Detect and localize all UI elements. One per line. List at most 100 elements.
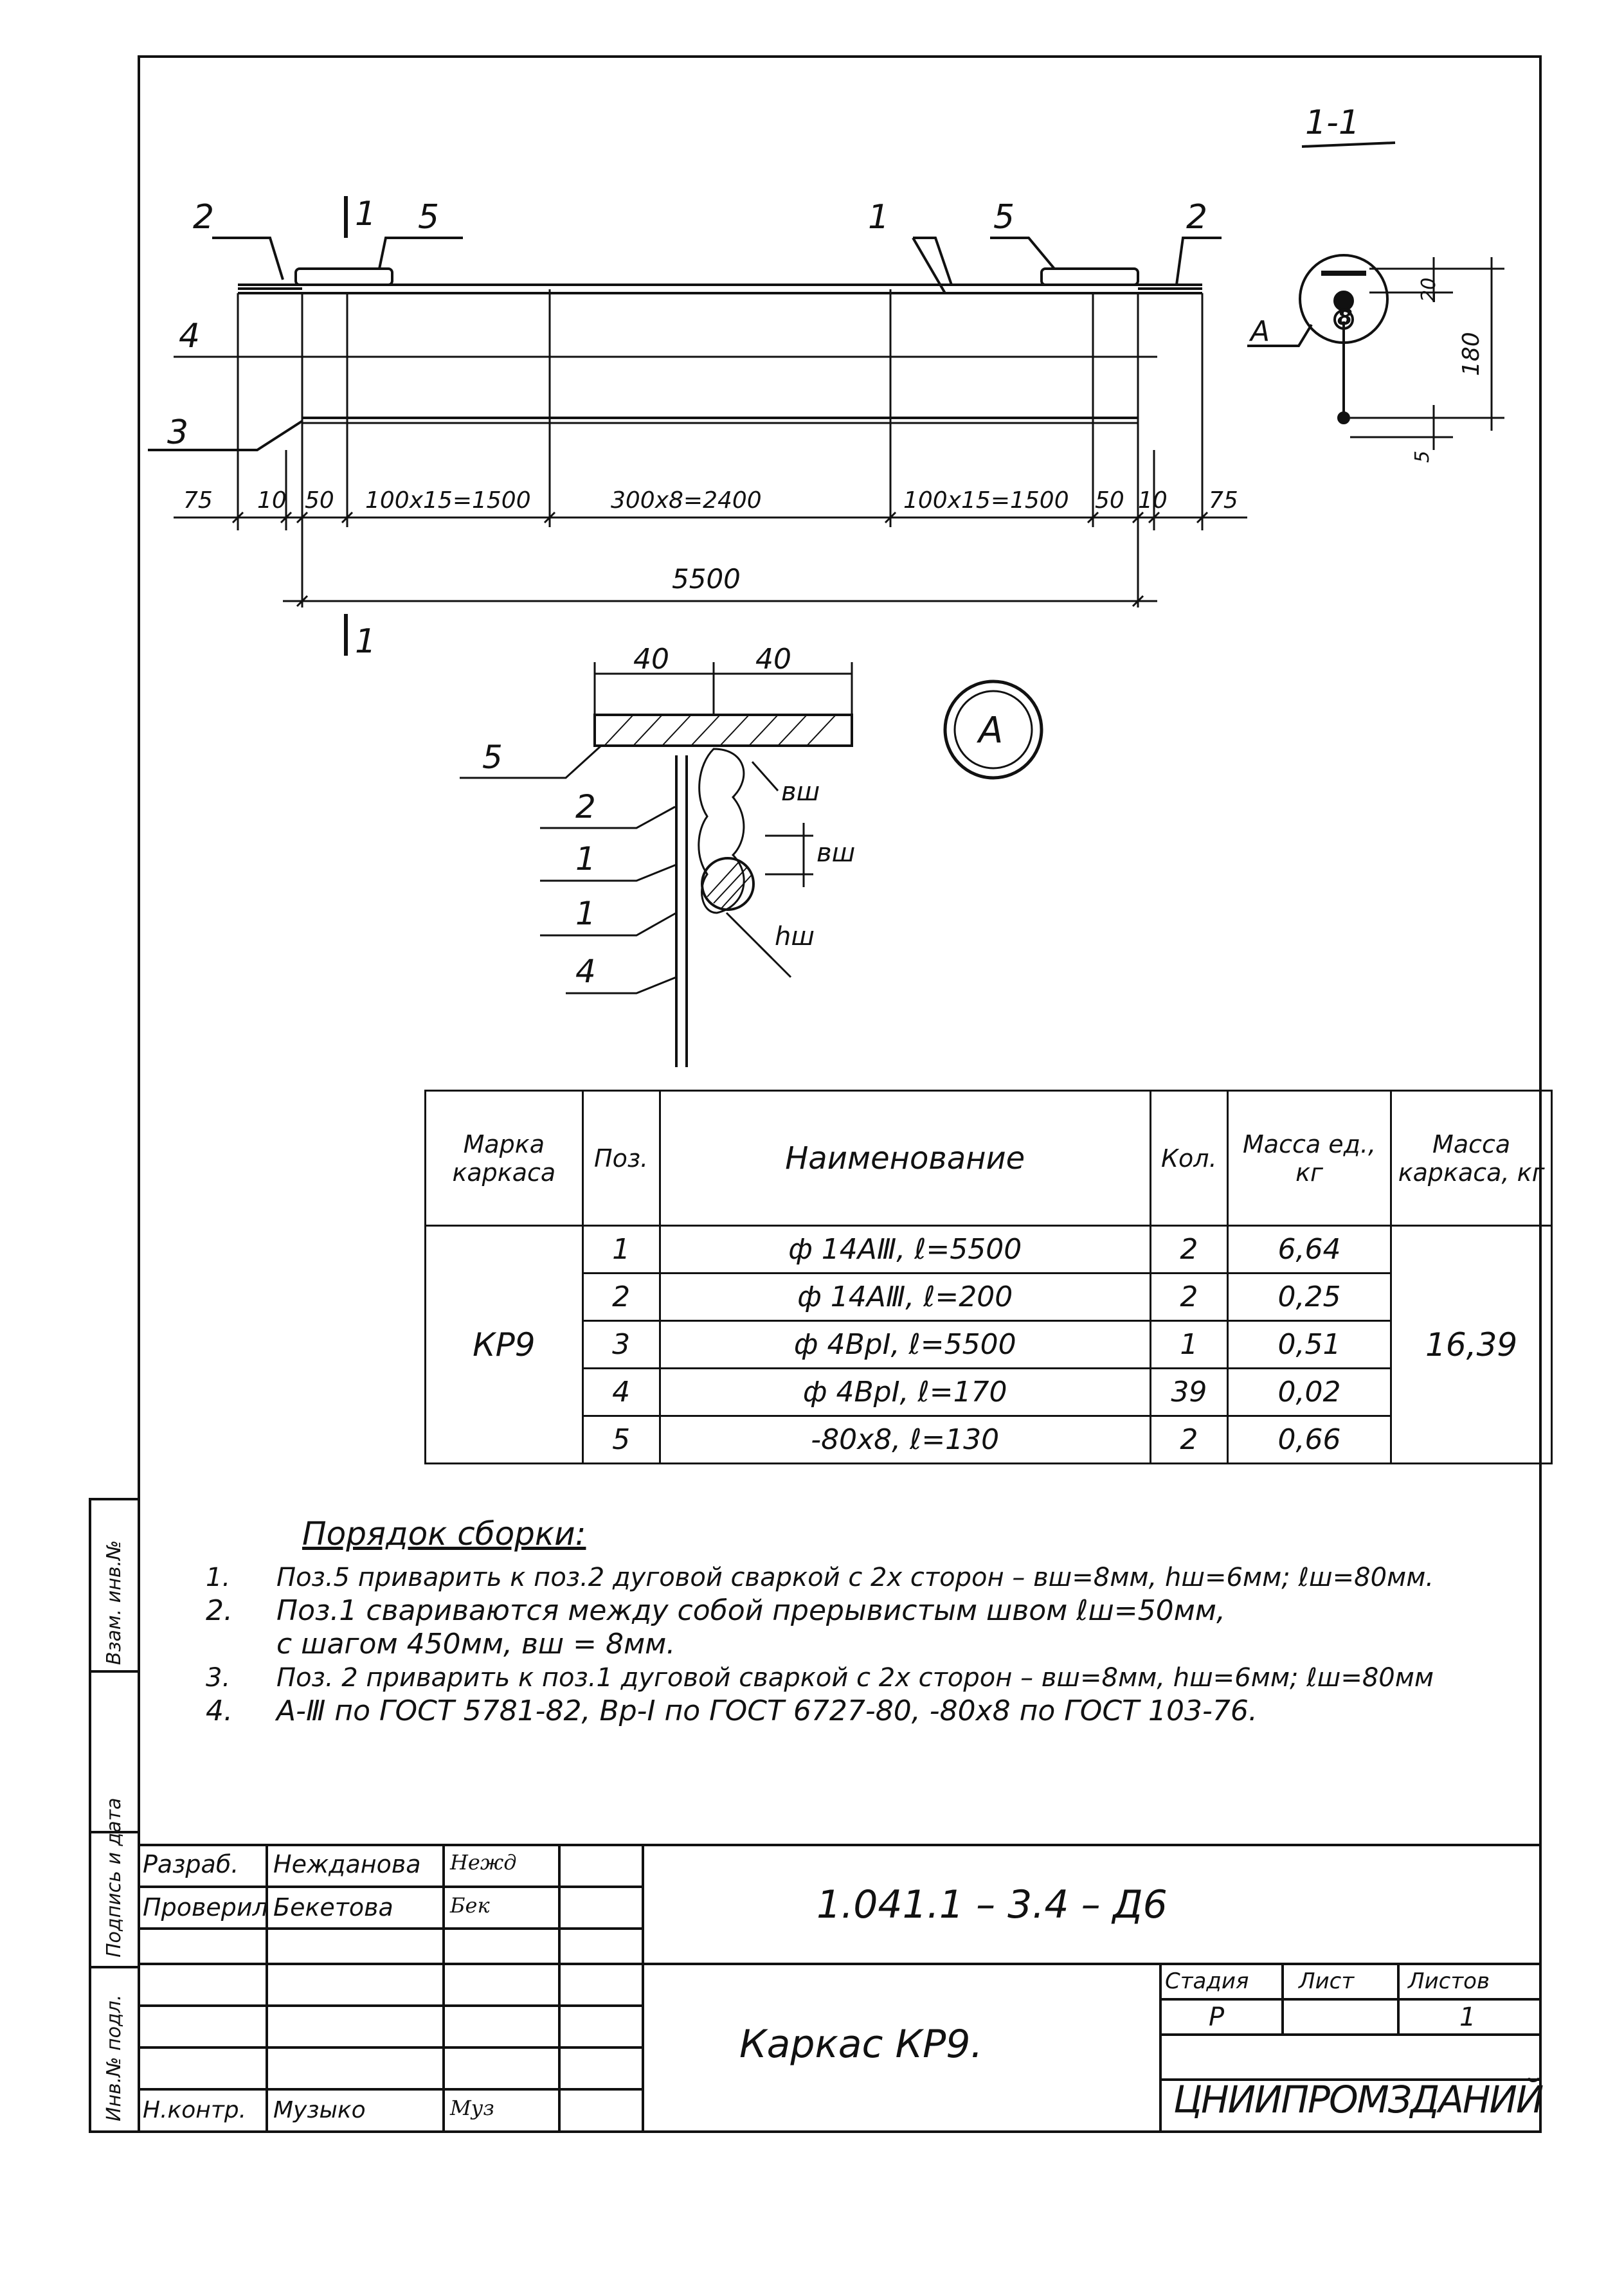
leader-5-right [990, 237, 1056, 270]
section-label-underline [1301, 141, 1396, 148]
cell-qty: 2 [1149, 1225, 1229, 1274]
plate-pos5-left [294, 267, 393, 286]
note-item: 1. Поз.5 приварить к поз.2 дуговой сварко… [206, 1561, 1537, 1594]
assembly-notes: Порядок сборки: 1. Поз.5 приварить к поз.… [206, 1517, 1537, 1728]
organization-name: ЦНИИПРОМЗДАНИЙ [1173, 2078, 1544, 2121]
role-developer: Разраб. [143, 1850, 239, 1878]
leader-5-left [378, 237, 463, 269]
name-checker: Бекетова [273, 1893, 393, 1922]
note-text: Поз. 2 приварить к поз.1 дуговой сваркой… [276, 1663, 1434, 1693]
side-stamp-inventory: Инв.№ подл. [103, 1994, 125, 2121]
cell-qty: 2 [1149, 1272, 1229, 1322]
dim-ticks [231, 511, 1209, 608]
cell-name: ф 14АⅢ, ℓ=5500 [658, 1225, 1151, 1274]
callout-1: 1 [868, 198, 889, 237]
header-pos: Поз. [581, 1090, 661, 1227]
note-item: 4.А-Ⅲ по ГОСТ 5781-82, Вр-I по ГОСТ 6727… [206, 1695, 1537, 1728]
notes-title: Порядок сборки: [302, 1515, 586, 1553]
leader-3 [148, 420, 303, 451]
detail-callout-2: 2 [575, 788, 596, 825]
cell-qty: 39 [1149, 1367, 1229, 1417]
note-text: Поз.5 приварить к поз.2 дуговой сваркой … [276, 1563, 1434, 1592]
cell-qty: 2 [1149, 1415, 1229, 1464]
cell-mass: 6,64 [1226, 1225, 1393, 1274]
note-text: с шагом 450мм, вш = 8мм. [276, 1628, 676, 1661]
cell-name: ф 14АⅢ, ℓ=200 [658, 1272, 1151, 1322]
section-label: 1-1 [1305, 104, 1360, 142]
cell-pos: 5 [581, 1415, 661, 1464]
table-row: 4 ф 4ВрI, ℓ=170 39 0,02 [426, 1367, 1552, 1417]
signature-checker: Бек [450, 1893, 490, 1918]
section-bar-pos3 [1337, 411, 1350, 424]
detail-callout-4: 4 [575, 953, 596, 990]
header-mark: Марка каркаса [424, 1090, 584, 1227]
note-text: А-Ⅲ по ГОСТ 5781-82, Вр-I по ГОСТ 6727-8… [276, 1695, 1258, 1727]
cell-mass: 0,25 [1226, 1272, 1393, 1322]
note-item: 2.Поз.1 свариваются между собой прерывис… [206, 1594, 1537, 1628]
detail-weld-dims [725, 761, 813, 978]
detail-bar-pos1 [701, 857, 755, 911]
table-row: 2 ф 14АⅢ, ℓ=200 2 0,25 [426, 1272, 1552, 1322]
detail-bar-hatch [707, 861, 753, 909]
sheets-label: Листов [1408, 1968, 1490, 1994]
header-frame-mass: Масса каркаса, кг [1390, 1090, 1553, 1227]
leader-2-right [1175, 237, 1222, 285]
dim-1500-right: 100х15=1500 [903, 487, 1069, 514]
table-row: КР9 1 ф 14АⅢ, ℓ=5500 2 6,64 16,39 [424, 1225, 1553, 1464]
detail-weld-h: hш [775, 922, 815, 951]
note-number: 1. [206, 1563, 231, 1592]
note-number: 3. [206, 1663, 231, 1693]
dim-2400: 300х8=2400 [611, 487, 762, 514]
detail-bubble-inner [953, 690, 1033, 770]
detail-callout-5: 5 [482, 739, 503, 776]
cell-name: ф 4ВрI, ℓ=170 [658, 1367, 1151, 1417]
side-stamp-replacement: Взам. инв.№ [103, 1540, 125, 1665]
cell-pos: 3 [581, 1320, 661, 1369]
detail-weld-b1: вш [781, 777, 820, 807]
dim-overall: 5500 [672, 563, 741, 595]
section-dims [1350, 257, 1504, 450]
cell-pos: 1 [581, 1225, 661, 1274]
dim-10-left: 10 [257, 487, 287, 514]
dim-75-right: 75 [1209, 487, 1238, 514]
role-norm-control: Н.контр. [143, 2097, 247, 2123]
section-leader-a [1247, 323, 1313, 347]
stage-label: Стадия [1165, 1968, 1249, 1994]
dim-1500-left: 100х15=1500 [365, 487, 531, 514]
name-developer: Нежданова [273, 1850, 421, 1878]
note-item-cont: с шагом 450мм, вш = 8мм. [206, 1628, 1537, 1661]
callout-3: 3 [167, 413, 188, 452]
dim-50-left: 50 [305, 487, 334, 514]
section-dim-20: 20 [1418, 278, 1440, 302]
detail-plate-hatch [604, 714, 836, 746]
cell-frame-mass: 16,39 [1390, 1225, 1553, 1464]
plate-pos5-right [1040, 267, 1139, 286]
detail-weld-b2: вш [817, 838, 855, 868]
leader-1a [913, 237, 953, 285]
header-name: Наименование [658, 1090, 1151, 1227]
callout-5-left: 5 [418, 198, 439, 237]
cell-mass: 0,66 [1226, 1415, 1393, 1464]
table-row: 3 ф 4ВрI, ℓ=5500 1 0,51 [426, 1320, 1552, 1369]
cell-mark: КР9 [424, 1225, 584, 1464]
sheets-value: 1 [1459, 2003, 1476, 2032]
spec-table: Марка каркаса Поз. Наименование Кол. Мас… [424, 1090, 1553, 1464]
cell-mass: 0,51 [1226, 1320, 1393, 1369]
header-qty: Кол. [1149, 1090, 1229, 1227]
cell-name: ф 4ВрI, ℓ=5500 [658, 1320, 1151, 1369]
dim-ext-lines [237, 293, 1204, 608]
signature-developer: Нежд [450, 1850, 517, 1875]
signature-norm-control: Муз [450, 2096, 494, 2120]
note-text: Поз.1 свариваются между собой прерывисты… [276, 1594, 1225, 1627]
spec-header-row: Марка каркаса Поз. Наименование Кол. Мас… [424, 1090, 1553, 1227]
detail-dim-40-right: 40 [755, 643, 791, 676]
dim-50-right: 50 [1095, 487, 1124, 514]
role-checker: Проверил [143, 1893, 268, 1922]
callout-5-right: 5 [993, 198, 1015, 237]
section-detail-label: А [1249, 315, 1270, 348]
header-unit-mass: Масса ед., кг [1226, 1090, 1393, 1227]
section-dim-180: 180 [1458, 332, 1484, 376]
document-code: 1.041.1 – 3.4 – Д6 [817, 1882, 1168, 1927]
stage-value: Р [1209, 2003, 1225, 2032]
